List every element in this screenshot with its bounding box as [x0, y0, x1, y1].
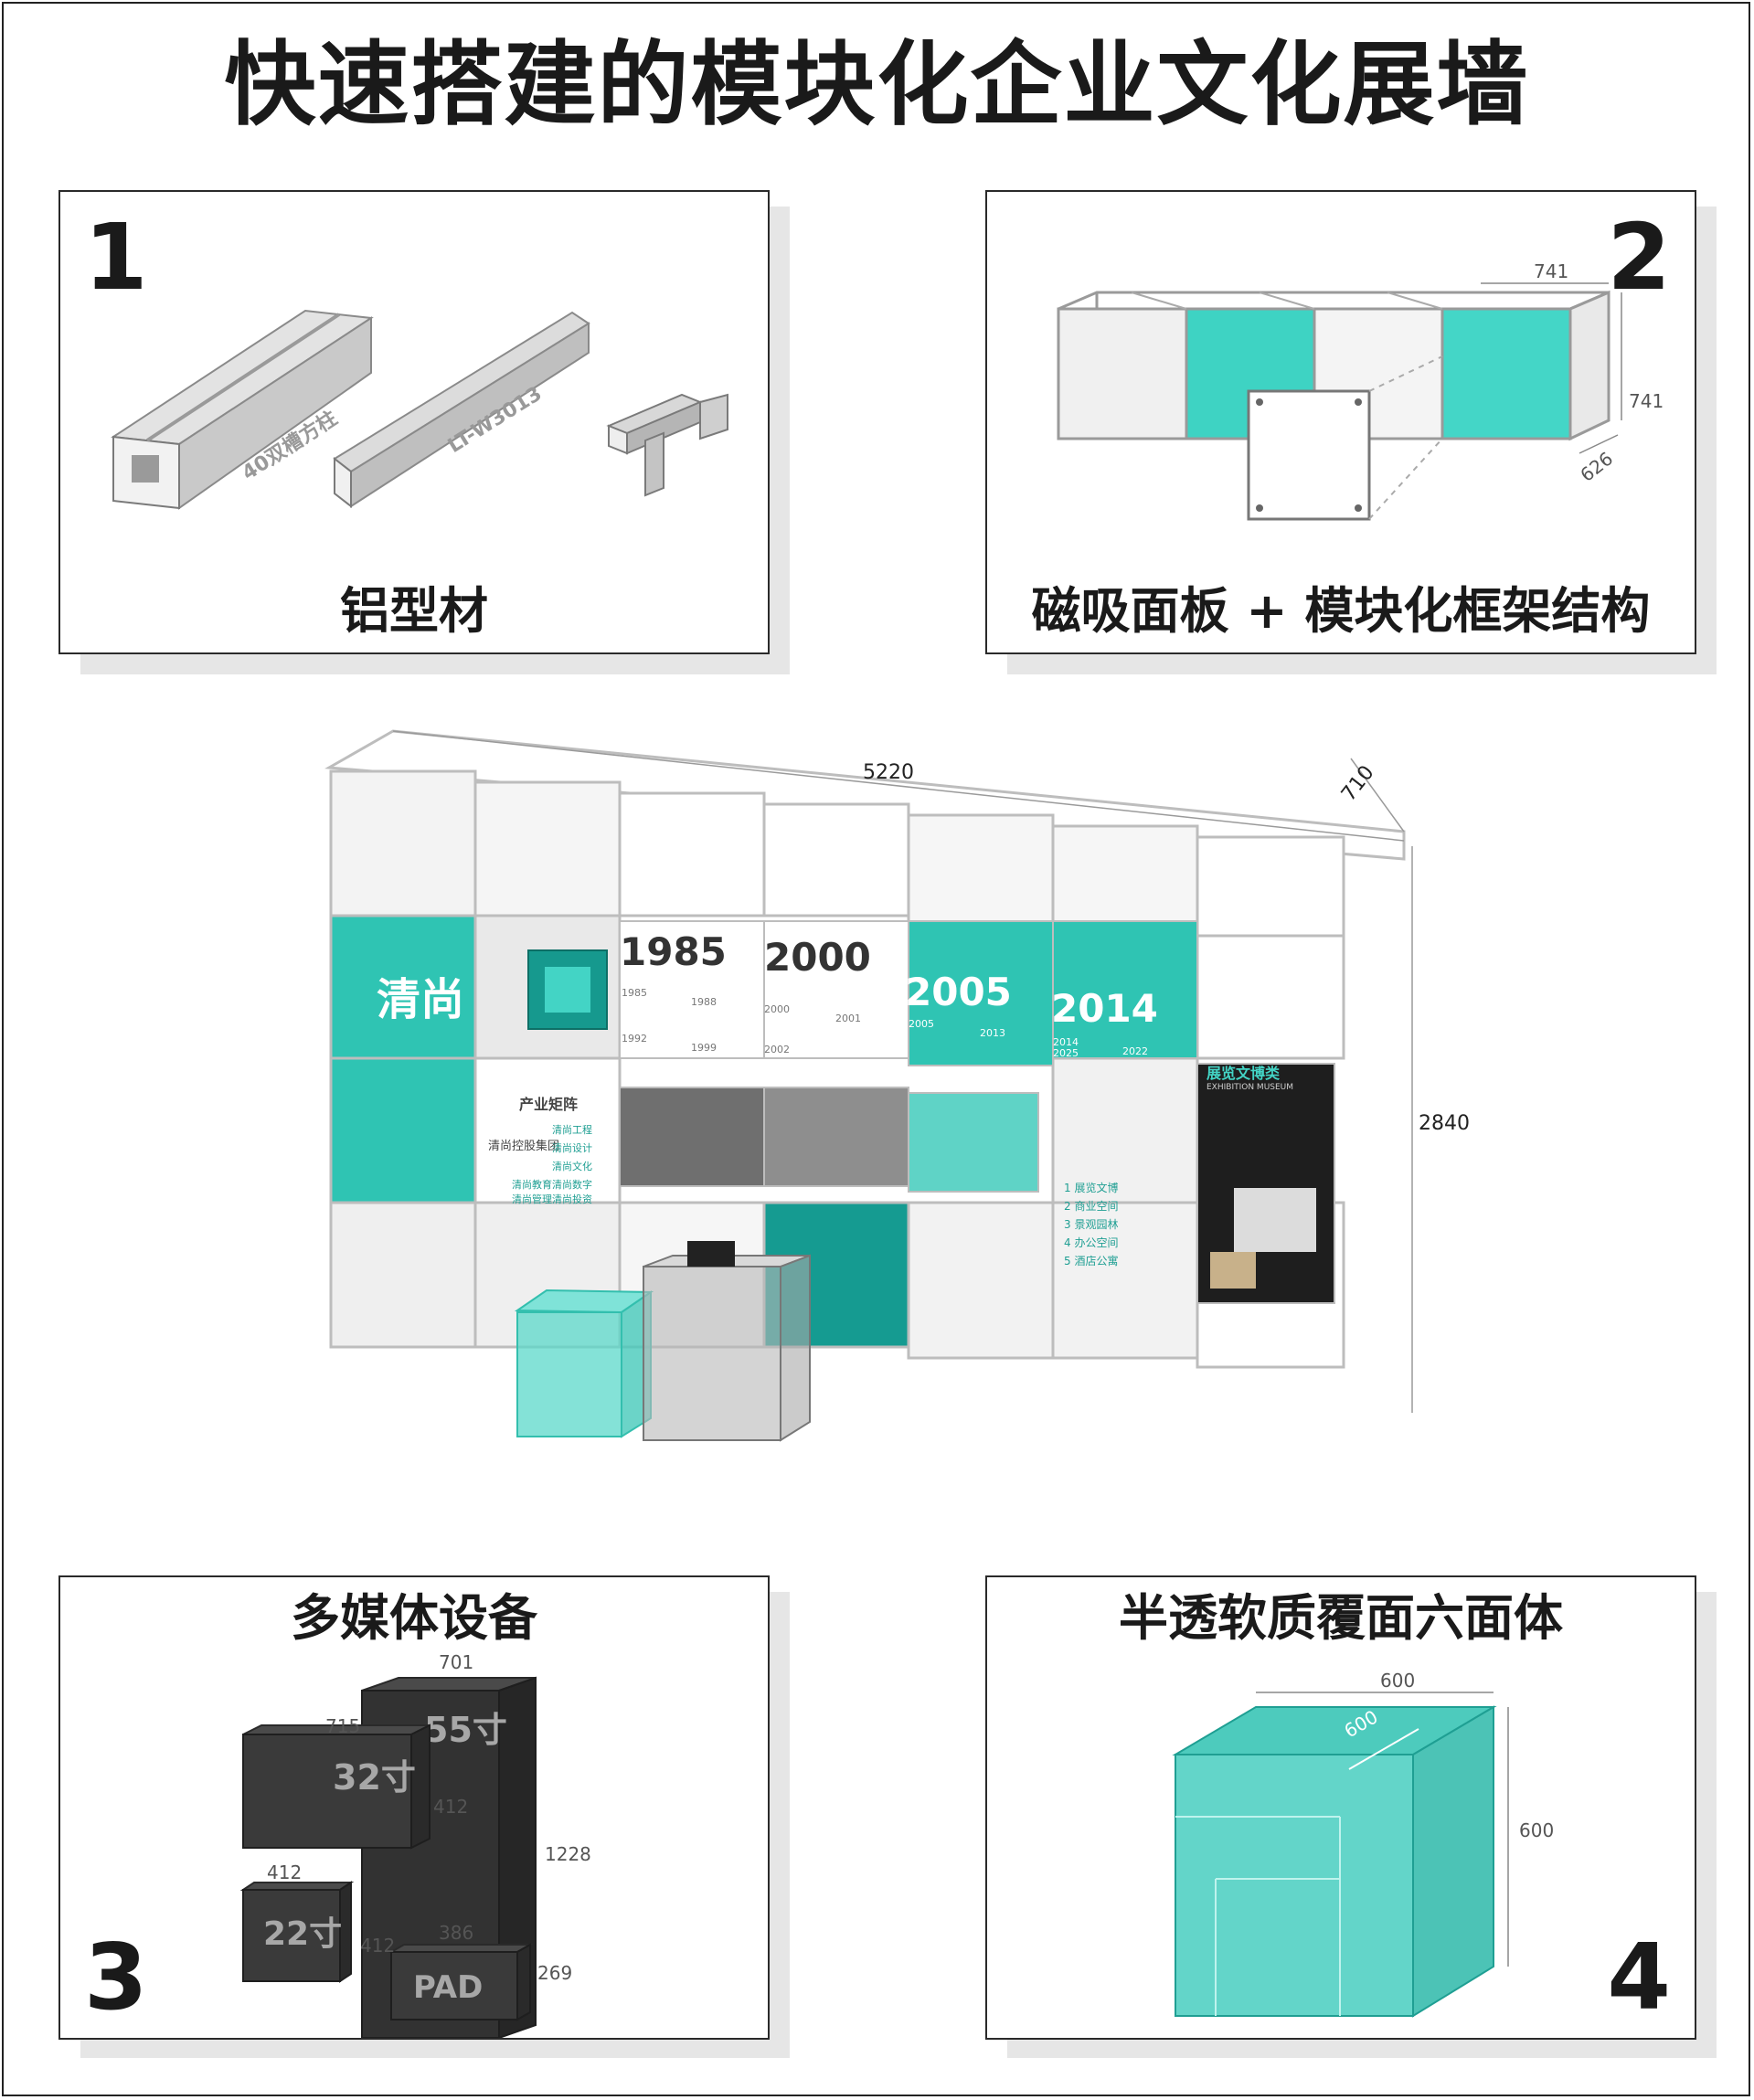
- brand-mark: 清尚: [377, 974, 464, 1025]
- sub-year: 2025: [1053, 1047, 1079, 1059]
- sub-year: 1988: [691, 996, 717, 1008]
- year-2005: 2005: [905, 970, 1012, 1014]
- aluminum-profiles-illustration: 40双槽方柱 LT-W3013: [111, 309, 728, 510]
- list-tile: [1051, 1056, 1199, 1204]
- panel-1: 1 40双槽方柱 LT-W3013 铝型材: [58, 190, 770, 654]
- sub-year: 2022: [1122, 1045, 1148, 1057]
- wall-height-dim: 2840: [1419, 1112, 1470, 1135]
- brand-tile: [329, 914, 477, 1060]
- label-55: 55寸: [424, 1710, 507, 1750]
- photo-building-1: [619, 1087, 765, 1187]
- corner-connector: [606, 393, 728, 497]
- dim-width: 741: [1534, 260, 1568, 282]
- year-2000: 2000: [764, 935, 871, 980]
- mesh-pedestal: [643, 1266, 781, 1441]
- square-column: [111, 309, 374, 510]
- sub-year: 2005: [909, 1018, 934, 1030]
- wall-depth-dim: 710: [1337, 761, 1379, 805]
- panel-2-caption: 磁吸面板 + 模块化框架结构: [1031, 582, 1651, 640]
- list-item: 1 展览文博: [1064, 1181, 1118, 1194]
- matrix-item: 清尚教育: [512, 1178, 552, 1191]
- matrix-tile: [473, 1056, 622, 1204]
- panel-3: 多媒体设备 55寸 32寸 22寸 PAD 701 715 412 1228 4…: [58, 1575, 770, 2040]
- photo-building-2: [763, 1087, 909, 1187]
- panel-3-number: 3: [84, 1924, 148, 2031]
- panel-4: 半透软质覆面六面体 600 600 600 4: [985, 1575, 1696, 2040]
- sub-year: 2001: [835, 1013, 861, 1024]
- dim-386: 386: [439, 1922, 473, 1944]
- screen-title: 展览文博类: [1207, 1065, 1281, 1082]
- dim-height: 741: [1629, 390, 1664, 412]
- matrix-item: 清尚设计: [552, 1141, 592, 1154]
- dim-715: 715: [325, 1715, 360, 1737]
- list-item: 5 酒店公寓: [1064, 1254, 1118, 1267]
- frame-cell-teal-2: [1440, 307, 1572, 440]
- dim-412c: 412: [360, 1935, 395, 1957]
- dim-depth: 626: [1576, 448, 1617, 486]
- screen-subtitle: EXHIBITION MUSEUM: [1207, 1083, 1293, 1092]
- panel-1-number: 1: [84, 204, 148, 311]
- sub-year: 1985: [622, 987, 647, 999]
- list-item: 4 办公空间: [1064, 1236, 1118, 1249]
- matrix-group: 清尚控股集团: [488, 1139, 559, 1153]
- panel-3-caption: 多媒体设备: [291, 1589, 537, 1647]
- matrix-item: 清尚数字: [552, 1178, 592, 1191]
- dim-cube-width: 600: [1380, 1670, 1415, 1692]
- tablet-on-pedestal: [687, 1241, 735, 1267]
- list-item: 3 景观园林: [1064, 1218, 1118, 1231]
- sub-year: 1992: [622, 1033, 647, 1045]
- label-32: 32寸: [333, 1757, 416, 1798]
- label-pad: PAD: [413, 1969, 483, 2006]
- sub-year: 2013: [980, 1027, 1005, 1039]
- year-1985: 1985: [620, 929, 727, 974]
- showcase-cube: [516, 1311, 622, 1437]
- translucent-cube: [1175, 1754, 1414, 2017]
- photo-building-3: [908, 1092, 1039, 1193]
- screen-32: [242, 1734, 412, 1849]
- dim-1228: 1228: [545, 1843, 591, 1865]
- dim-cube-height: 600: [1519, 1819, 1554, 1841]
- screen-22: [242, 1889, 341, 1982]
- translucent-cube-illustration: 600 600 600: [1172, 1670, 1554, 2018]
- sub-year: 2014: [1053, 1036, 1079, 1048]
- panel-1-caption: 铝型材: [340, 582, 488, 640]
- dim-412a: 412: [433, 1796, 468, 1818]
- modular-frame-illustration: 741 741 626: [1057, 260, 1664, 521]
- label-22: 22寸: [263, 1915, 342, 1953]
- main-title: 快速搭建的模块化企业文化展墙: [224, 31, 1530, 138]
- panel-2-number: 2: [1607, 204, 1671, 311]
- wall-width-dim: 5220: [863, 761, 914, 784]
- matrix-title: 产业矩阵: [519, 1096, 578, 1113]
- dim-412b: 412: [267, 1861, 302, 1883]
- culture-wall-illustration: 5220 710 2840 1985 2000 2005 2014: [324, 729, 1470, 1442]
- matrix-item: 清尚管理: [512, 1193, 552, 1205]
- dim-269: 269: [537, 1962, 572, 1984]
- sub-year: 2002: [764, 1044, 790, 1055]
- sub-year: 2000: [764, 1003, 790, 1015]
- frame-cell-white-1: [1057, 307, 1188, 440]
- timeline-strip: 1985 2000 2005 2014 1985 1988 1992 1999 …: [619, 920, 1198, 1066]
- matrix-item: 清尚文化: [552, 1160, 592, 1172]
- profile-bar: [333, 311, 590, 509]
- sub-year: 1999: [691, 1042, 717, 1054]
- dim-701: 701: [439, 1651, 473, 1673]
- matrix-item: 清尚投资: [552, 1193, 592, 1205]
- wall-grid: [329, 769, 1345, 1369]
- panel-4-caption: 半透软质覆面六面体: [1119, 1589, 1563, 1647]
- pad-device: [390, 1951, 518, 2020]
- magnetic-panel: [1247, 389, 1371, 521]
- panel-4-number: 4: [1607, 1924, 1671, 2031]
- year-2014: 2014: [1051, 986, 1158, 1031]
- multimedia-devices-illustration: 55寸 32寸 22寸 PAD 701 715 412 1228 412 412…: [239, 1651, 591, 2038]
- list-item: 2 商业空间: [1064, 1199, 1118, 1213]
- matrix-item: 清尚工程: [552, 1123, 592, 1136]
- panel-2: 2 741 741 626 磁吸面板 + 模块化框架结构: [985, 190, 1696, 654]
